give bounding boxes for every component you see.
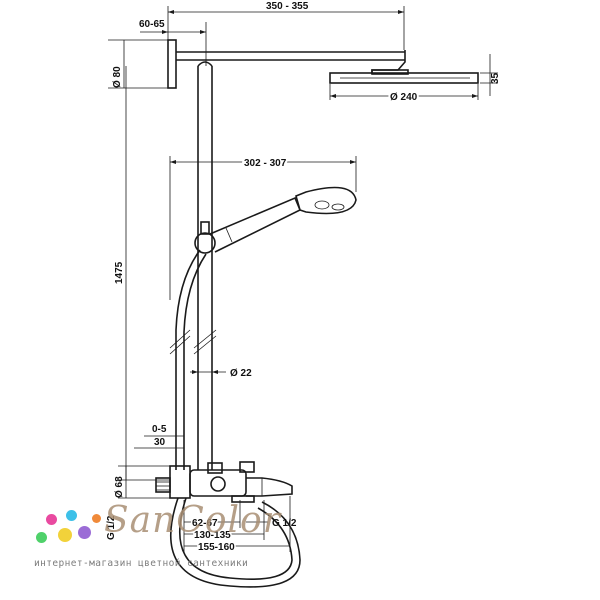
hand-shower-nozzle xyxy=(331,203,345,211)
hand-shower-nozzle xyxy=(314,200,330,210)
brand-dot-purple xyxy=(78,526,91,539)
slider-knob xyxy=(200,221,210,235)
hose-outer xyxy=(175,249,201,470)
riser-top-cap xyxy=(197,61,213,67)
dim-wall-offset: 60-65 xyxy=(139,19,165,30)
bath-spout xyxy=(246,477,293,497)
dim-inlet-connection: G 1/2 xyxy=(272,518,297,529)
break-mark-riser-2 xyxy=(193,335,217,355)
brand-tagline: интернет-магазин цветной сантехники xyxy=(34,558,249,569)
hand-shower-head xyxy=(295,186,357,215)
break-mark-hose-2 xyxy=(169,335,191,355)
brand-logo: SanColor xyxy=(104,500,281,541)
spout-base xyxy=(231,495,255,503)
wall-flange xyxy=(167,39,177,89)
brand-dot-blue xyxy=(66,510,77,521)
lower-hose-inner xyxy=(178,497,293,580)
dim-hand-arm: 302 - 307 xyxy=(244,158,287,169)
break-mark-riser-1 xyxy=(193,329,217,349)
dim-flange-diameter: Ø 80 xyxy=(112,66,123,88)
flow-knob xyxy=(210,476,226,492)
diverter-knob xyxy=(239,461,255,473)
dim-spout-projection: 130-135 xyxy=(194,530,231,541)
head-mount xyxy=(371,69,409,75)
dim-overall-height: 1475 xyxy=(114,261,125,284)
dim-wall-gap: 0-5 xyxy=(152,424,167,435)
dim-arrows xyxy=(192,370,218,374)
dim-spout-total: 155-160 xyxy=(198,542,235,553)
dim-head-height: 35 xyxy=(490,72,501,84)
wall-inlet xyxy=(155,477,171,493)
handle-joint xyxy=(225,227,233,243)
dim-side-connection: G 1/2 xyxy=(106,515,117,540)
dim-arm-length: 350 - 355 xyxy=(266,1,309,12)
lower-hose xyxy=(170,497,301,588)
slider-holder xyxy=(194,232,216,254)
break-mark-hose-1 xyxy=(169,329,191,349)
dim-valve-diameter: Ø 68 xyxy=(114,476,125,498)
brand-dot-yellow xyxy=(58,528,72,542)
temperature-knob xyxy=(207,462,223,474)
dim-spout-offset: 62-67 xyxy=(192,518,218,529)
brand-dot-orange xyxy=(92,514,101,523)
valve-wall-block xyxy=(169,465,191,499)
dim-pipe-diameter: Ø 22 xyxy=(230,368,252,379)
dim-wall-depth: 30 xyxy=(154,437,166,448)
hand-shower-handle xyxy=(209,196,302,253)
overhead-shower-head xyxy=(329,72,479,84)
brand-dot-pink xyxy=(46,514,57,525)
hose-inner xyxy=(183,253,207,470)
dim-head-diameter: Ø 240 xyxy=(390,92,418,103)
thermostat-body xyxy=(189,469,247,497)
brand-dot-green xyxy=(36,532,47,543)
